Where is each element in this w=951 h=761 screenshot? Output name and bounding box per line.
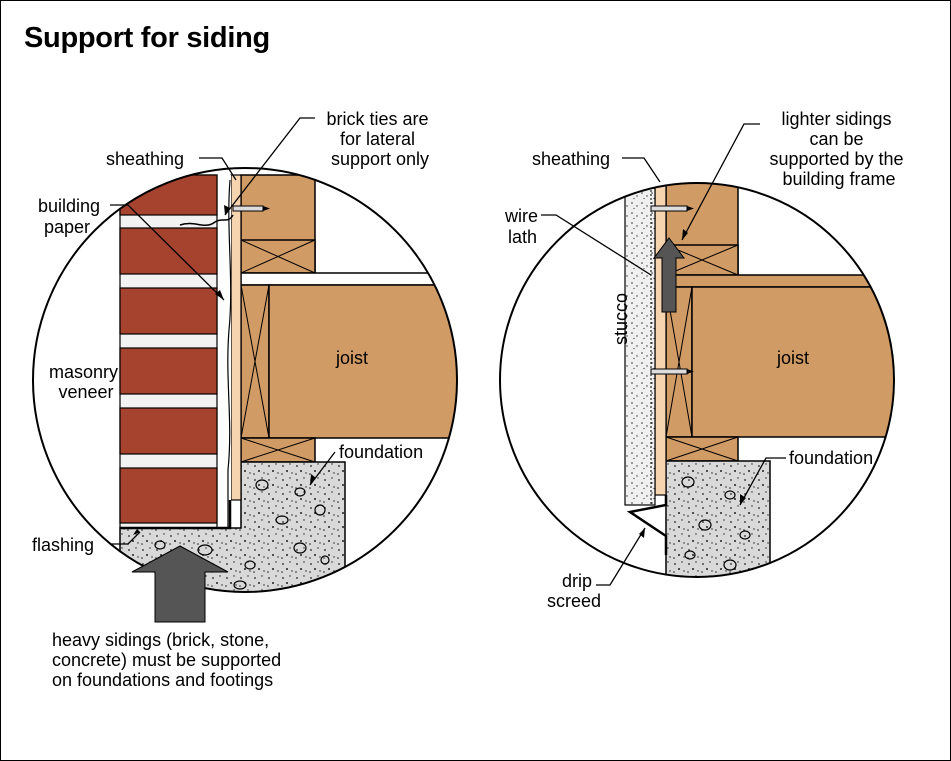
right-foundation bbox=[665, 460, 771, 577]
right-support-arrow bbox=[653, 237, 685, 313]
left-caption: heavy sidings (brick, stone, concrete) m… bbox=[52, 630, 286, 690]
left-flashing bbox=[120, 500, 232, 530]
right-detail-circle bbox=[499, 182, 895, 578]
left-label-joist: joist bbox=[335, 348, 368, 368]
left-label-building-paper: building paper bbox=[38, 196, 105, 237]
right-label-wire-lath: wire lath bbox=[504, 206, 543, 247]
right-label-joist: joist bbox=[776, 348, 809, 368]
right-label-lighter-sidings: lighter sidings can be supported by the … bbox=[769, 109, 908, 189]
left-brick-veneer bbox=[119, 174, 218, 529]
right-drip-screed bbox=[626, 495, 668, 555]
left-label-flashing: flashing bbox=[32, 535, 94, 555]
left-support-arrow bbox=[131, 545, 229, 623]
left-detail-circle bbox=[32, 167, 458, 593]
left-label-sheathing: sheathing bbox=[106, 149, 184, 169]
page-title: Support for siding bbox=[24, 22, 270, 54]
right-label-foundation: foundation bbox=[789, 448, 873, 468]
right-detail: sheathing wire lath stucco lighter sidin… bbox=[499, 109, 908, 611]
right-label-drip-screed: drip screed bbox=[547, 571, 601, 611]
left-label-masonry-veneer: masonry veneer bbox=[49, 362, 123, 402]
right-sheathing bbox=[654, 183, 667, 496]
left-label-foundation: foundation bbox=[339, 442, 423, 462]
left-joist bbox=[268, 284, 457, 439]
right-stucco bbox=[624, 183, 656, 506]
left-label-brick-ties: brick ties are for lateral support only bbox=[326, 109, 433, 169]
right-joist bbox=[691, 286, 894, 438]
right-label-sheathing: sheathing bbox=[532, 149, 610, 169]
right-label-stucco: stucco bbox=[611, 293, 631, 345]
left-detail: sheathing building paper brick ties are … bbox=[32, 109, 458, 690]
left-sheathing bbox=[230, 174, 242, 501]
